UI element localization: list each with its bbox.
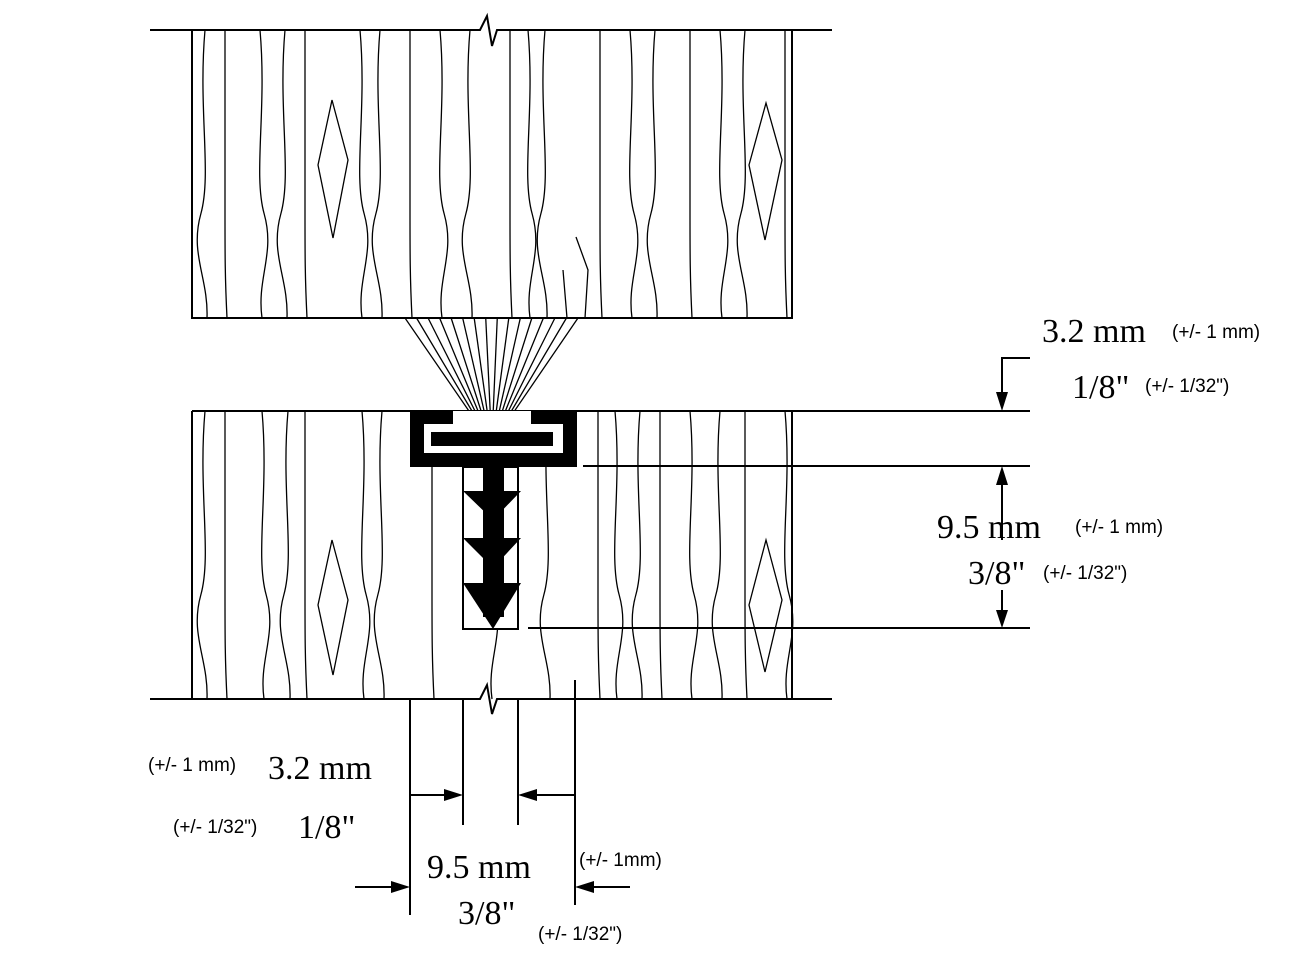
top-gap-mm-tolerance: (+/- 1 mm): [1172, 322, 1260, 343]
groove-width-mm: 9.5 mm: [427, 849, 531, 886]
grain-line: [744, 411, 748, 700]
top-gap-inch-tolerance: (+/- 1/32"): [1145, 376, 1229, 397]
grain-line: [431, 410, 435, 700]
grain-line: [304, 30, 308, 319]
grain-line: [631, 410, 643, 700]
grain-line: [276, 29, 288, 319]
wood-knot: [748, 537, 783, 673]
groove-width-inch: 3/8": [458, 895, 515, 932]
top-gap-inch: 1/8": [1072, 369, 1129, 406]
depth-inch: 3/8": [968, 555, 1025, 592]
side-gap-mm: 3.2 mm: [268, 750, 372, 787]
grain-line: [409, 30, 413, 319]
grain-line: [736, 29, 748, 319]
grain-line: [614, 410, 624, 700]
right-dimensions: [528, 357, 1030, 629]
weatherstrip-carrier: [410, 411, 577, 630]
grain-line: [629, 29, 639, 319]
groove-width-inch-tolerance: (+/- 1/32"): [538, 924, 622, 945]
top-wood-board: [150, 12, 832, 319]
grain-line: [536, 29, 548, 319]
bottom-dimensions: [355, 680, 630, 915]
grain-line: [711, 410, 723, 700]
grain-line: [359, 29, 369, 319]
grain-line: [261, 410, 271, 700]
wood-knot: [317, 99, 349, 239]
side-gap-inch: 1/8": [298, 809, 355, 846]
grain-line: [784, 410, 794, 700]
grain-line: [196, 29, 208, 319]
grain-line: [784, 29, 788, 319]
grain-line: [279, 410, 291, 700]
grain-line: [689, 29, 693, 319]
bottom-wood-board: [150, 410, 1030, 715]
wood-knot: [748, 100, 783, 241]
grain-line: [196, 410, 208, 700]
grain-line: [509, 30, 513, 319]
depth-mm-tolerance: (+/- 1 mm): [1075, 517, 1163, 538]
grain-line: [224, 29, 228, 319]
grain-line: [373, 410, 385, 700]
grain-line: [461, 29, 473, 319]
depth-inch-tolerance: (+/- 1/32"): [1043, 563, 1127, 584]
groove-width-mm-tolerance: (+/- 1mm): [579, 850, 662, 871]
grain-line: [689, 410, 699, 700]
grain-line: [597, 411, 601, 700]
depth-mm: 9.5 mm: [937, 509, 1041, 546]
grain-line: [527, 29, 537, 319]
grain-line: [371, 29, 383, 319]
top-gap-mm: 3.2 mm: [1042, 313, 1146, 350]
wood-grain: [196, 29, 794, 700]
grain-line: [659, 411, 663, 700]
grain-line: [439, 29, 449, 319]
grain-line: [224, 410, 228, 700]
grain-line: [599, 29, 603, 319]
side-gap-inch-tolerance: (+/- 1/32"): [173, 817, 257, 838]
grain-line: [719, 29, 729, 319]
wood-knot: [562, 236, 589, 319]
grain-line: [361, 410, 371, 700]
grain-line: [304, 411, 308, 700]
wood-knot: [317, 539, 349, 676]
side-gap-mm-tolerance: (+/- 1 mm): [148, 755, 236, 776]
grain-line: [259, 29, 269, 319]
grain-line: [646, 29, 658, 319]
grain-line: [539, 410, 551, 700]
